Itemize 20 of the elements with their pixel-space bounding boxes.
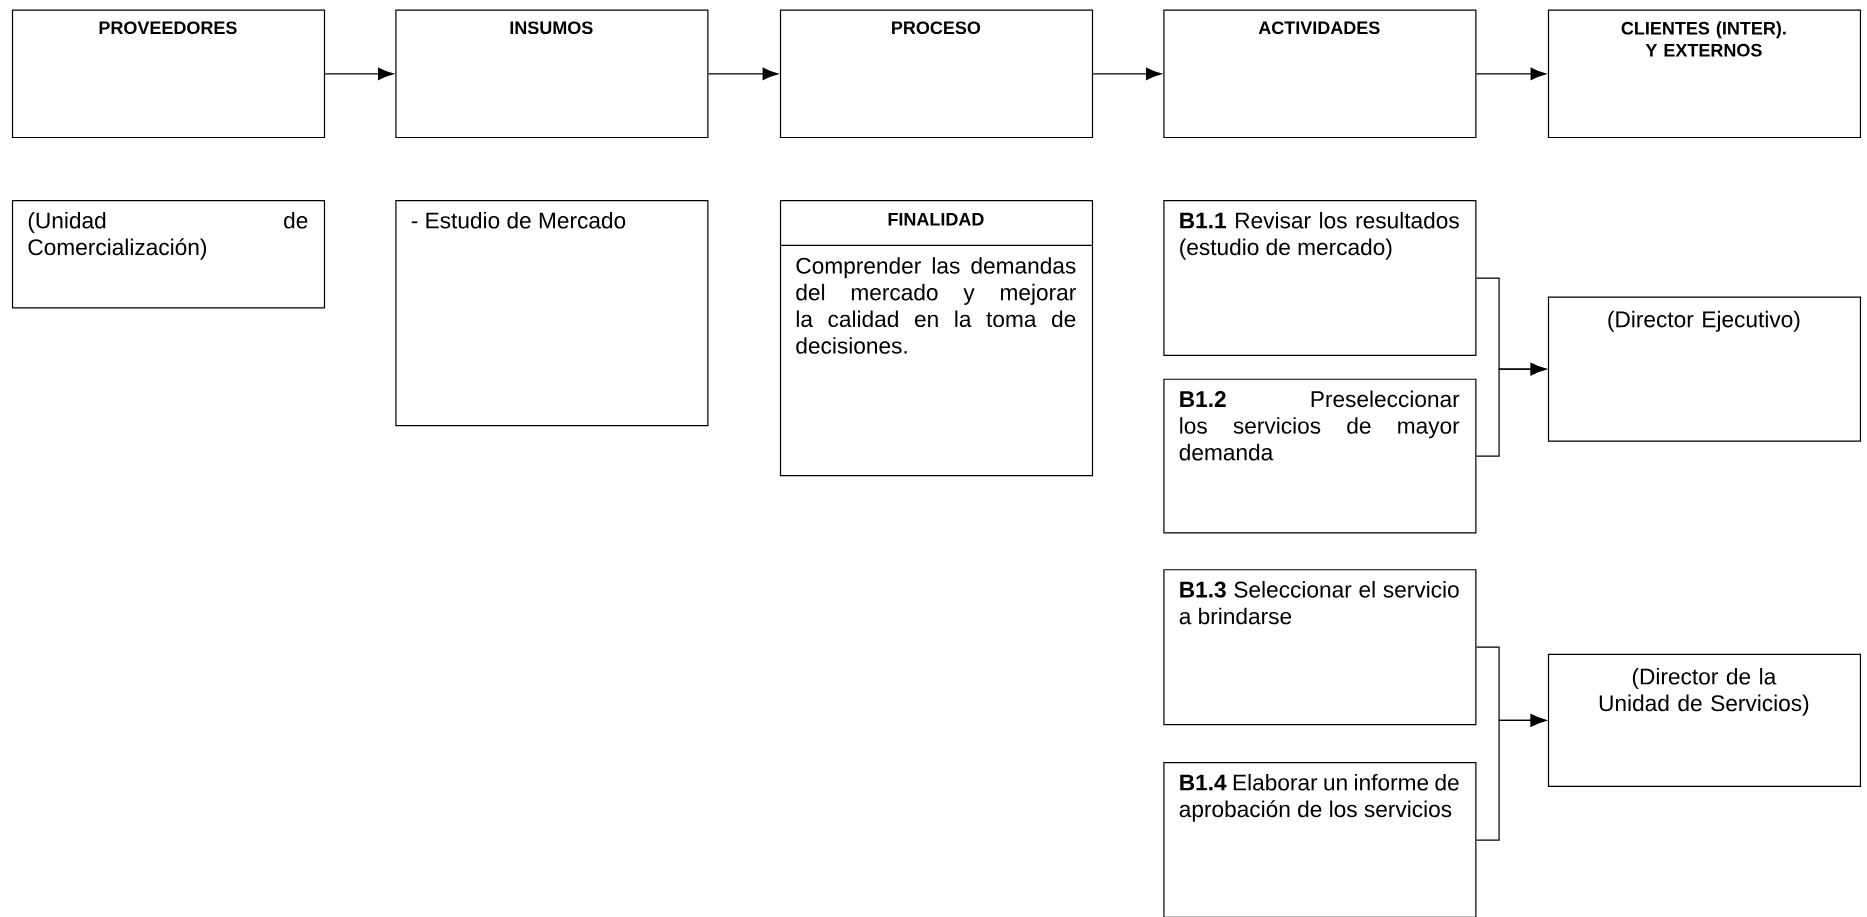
text-box: B1.2 Preseleccionar los servicios de mayor demanda xyxy=(1163,378,1477,534)
header-box: INSUMOS xyxy=(395,9,709,139)
header-box: CLIENTES (INTER). Y EXTERNOS xyxy=(1547,9,1862,139)
text-box: - Estudio de Mercado xyxy=(395,200,709,427)
arrow xyxy=(1475,714,1547,841)
text-box: (Director Ejecutivo) xyxy=(1547,296,1862,442)
arrow xyxy=(1475,362,1547,457)
arrow xyxy=(324,67,394,81)
text-box: B1.1 Revisar los resultados (estudio de mercado) xyxy=(1163,200,1477,357)
header-box: ACTIVIDADES xyxy=(1163,9,1477,139)
header-box: PROCESO xyxy=(779,9,1094,139)
arrow xyxy=(1475,67,1547,81)
text-box: (Director de la Unidad de Servicios) xyxy=(1547,653,1862,788)
arrow xyxy=(707,67,779,81)
header-box: PROVEEDORES xyxy=(11,9,326,139)
text-box: B1.4 Elaborar un informe de aprobación de los servicios xyxy=(1163,762,1477,917)
text-box: B1.3 Seleccionar el servicio a brindarse xyxy=(1163,569,1477,726)
text-box: (Unidad de Comercialización) xyxy=(11,200,326,309)
purpose-box: FINALIDAD Comprender las demandas del mercado y mejorar la calidad en la toma de decisiones. xyxy=(779,200,1094,477)
arrow xyxy=(1092,67,1162,81)
